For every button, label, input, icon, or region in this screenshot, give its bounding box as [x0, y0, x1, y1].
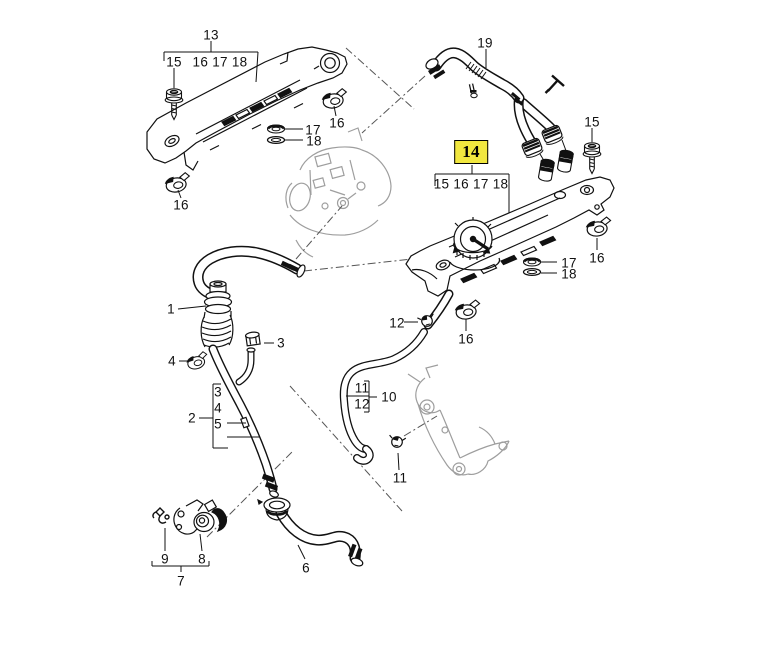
t-handle-tool: [544, 74, 565, 94]
part-label-4-21[interactable]: 4: [214, 400, 222, 416]
bolt-15-right: [582, 142, 602, 175]
part-label-3-18[interactable]: 3: [277, 335, 285, 351]
leader-lines: [151, 41, 598, 572]
part-label-15-8[interactable]: 15: [584, 114, 600, 130]
part-label-3-20[interactable]: 3: [214, 384, 222, 400]
clamp-16-left: [162, 171, 193, 195]
valve-cover-13: [146, 46, 348, 171]
clamp-4: [184, 350, 211, 372]
vent-hose-1: [192, 245, 306, 301]
part-label-16-14[interactable]: 16: [458, 331, 474, 347]
part-label-11-24[interactable]: 11: [354, 380, 370, 396]
part-label-9-28[interactable]: 9: [161, 551, 169, 567]
part-label-16-6[interactable]: 16: [173, 197, 189, 213]
part-label-7-30[interactable]: 7: [177, 573, 185, 589]
clamp-16-bottom: [453, 298, 483, 322]
part-label-2-19[interactable]: 2: [188, 410, 196, 426]
pipe-10: [339, 289, 454, 465]
part-label-15 16 17 18-10[interactable]: 15 16 17 18: [433, 176, 509, 192]
part-label-17-3[interactable]: 17: [305, 122, 321, 138]
part-label-10-23[interactable]: 10: [381, 389, 397, 405]
part-label-16-13[interactable]: 16: [589, 250, 605, 266]
engine-sketch: [285, 127, 392, 258]
part-label-8-29[interactable]: 8: [198, 551, 206, 567]
cap-3: [244, 331, 261, 347]
breather-hose-19: [425, 47, 565, 160]
highlighted-part-label-14[interactable]: 14: [454, 140, 488, 164]
part-label-16-5[interactable]: 16: [329, 115, 345, 131]
part-label-19-7[interactable]: 19: [477, 35, 493, 51]
part-label-12-15[interactable]: 12: [389, 315, 405, 331]
part-label-13-0[interactable]: 13: [203, 27, 219, 43]
valve-8-assembly: [152, 499, 228, 535]
engine-bracket-sketch: [407, 364, 510, 476]
part-label-17-11[interactable]: 17: [561, 255, 577, 271]
vent-pipe-2: [200, 280, 279, 498]
part-label-1-16[interactable]: 1: [167, 301, 175, 317]
oil-filler-cap: [449, 217, 501, 271]
part-label-16 17 18-2[interactable]: 16 17 18: [192, 54, 248, 70]
separator-fitting: [257, 497, 291, 521]
part-label-12-25[interactable]: 12: [354, 396, 370, 412]
clip-9: [152, 507, 170, 524]
part-label-15-1[interactable]: 15: [166, 54, 182, 70]
part-label-6-27[interactable]: 6: [302, 560, 310, 576]
part-label-4-17[interactable]: 4: [168, 353, 176, 369]
hose-6: [257, 497, 364, 567]
part-label-18-4[interactable]: 18: [306, 133, 322, 149]
part-label-18-12[interactable]: 18: [561, 266, 577, 282]
clamp-16-right: [584, 215, 614, 239]
part-label-5-22[interactable]: 5: [214, 416, 222, 432]
part-label-11-26[interactable]: 11: [392, 470, 408, 486]
valve-cover-14: [405, 139, 615, 297]
